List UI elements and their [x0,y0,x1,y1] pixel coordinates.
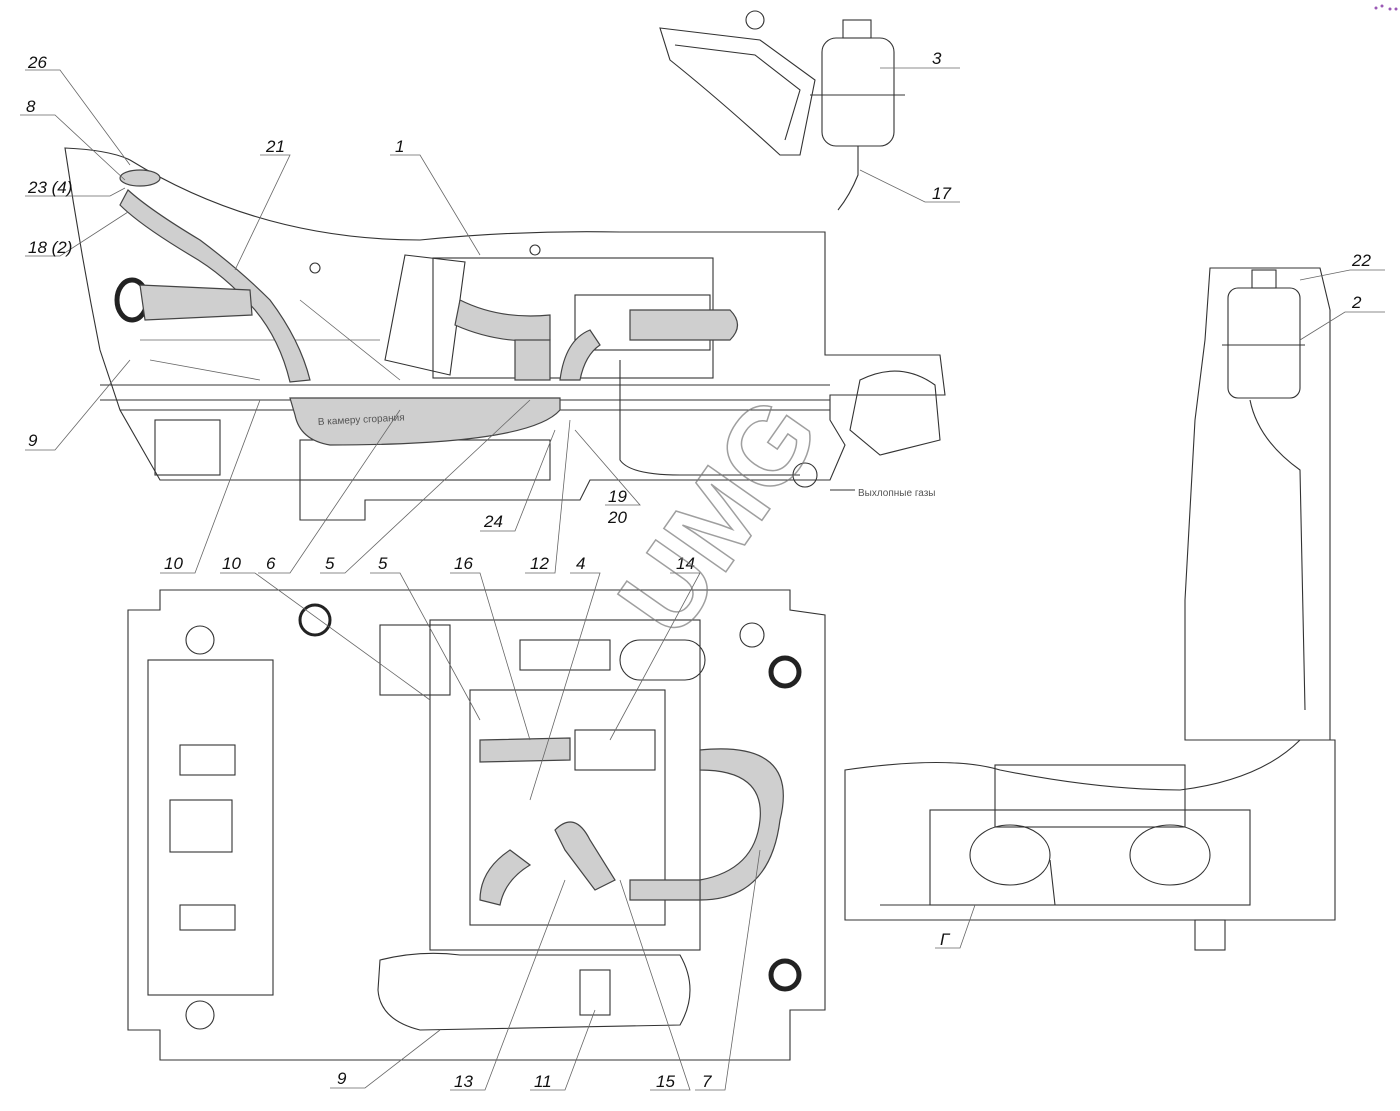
combustion-air-note: В камеру сгорания [318,412,405,428]
callout-2: 2 [1351,293,1362,312]
callout-6: 6 [266,554,276,573]
callout-1: 1 [395,137,404,156]
callout-9-bottom: 9 [337,1069,347,1088]
callout-19: 19 [608,487,627,506]
callout-labels: 26 8 23 (4) 18 (2) 21 1 3 17 22 2 9 10 1… [26,49,1371,1091]
callout-13: 13 [454,1072,473,1091]
callout-15: 15 [656,1072,675,1091]
callout-g: Г [940,930,951,949]
callout-16: 16 [454,554,473,573]
callout-20: 20 [607,508,627,527]
callout-21: 21 [265,137,285,156]
callout-24: 24 [483,512,503,531]
callout-14: 14 [676,554,695,573]
side-view [64,147,946,521]
tank-view [659,10,905,211]
callout-11: 11 [534,1072,552,1091]
callout-23: 23 (4) [27,178,72,197]
callout-17: 17 [932,184,951,203]
callout-10-b: 10 [222,554,241,573]
callout-26: 26 [27,53,47,72]
plan-view [127,589,826,1061]
callout-12: 12 [530,554,549,573]
exhaust-note: Выхлопные газы [858,488,935,499]
watermark: UMG [595,376,843,657]
callout-22: 22 [1351,251,1371,270]
callout-9-top: 9 [28,431,38,450]
leader-lines [20,67,1385,1091]
callout-5-b: 5 [378,554,388,573]
callout-18: 18 (2) [28,238,72,257]
callout-4: 4 [576,554,585,573]
callout-10-a: 10 [164,554,183,573]
right-view [844,267,1336,951]
callout-5-a: 5 [325,554,335,573]
corner-mark [1374,4,1398,11]
callout-3: 3 [932,49,942,68]
callout-8: 8 [26,97,36,116]
callout-7: 7 [702,1072,712,1091]
